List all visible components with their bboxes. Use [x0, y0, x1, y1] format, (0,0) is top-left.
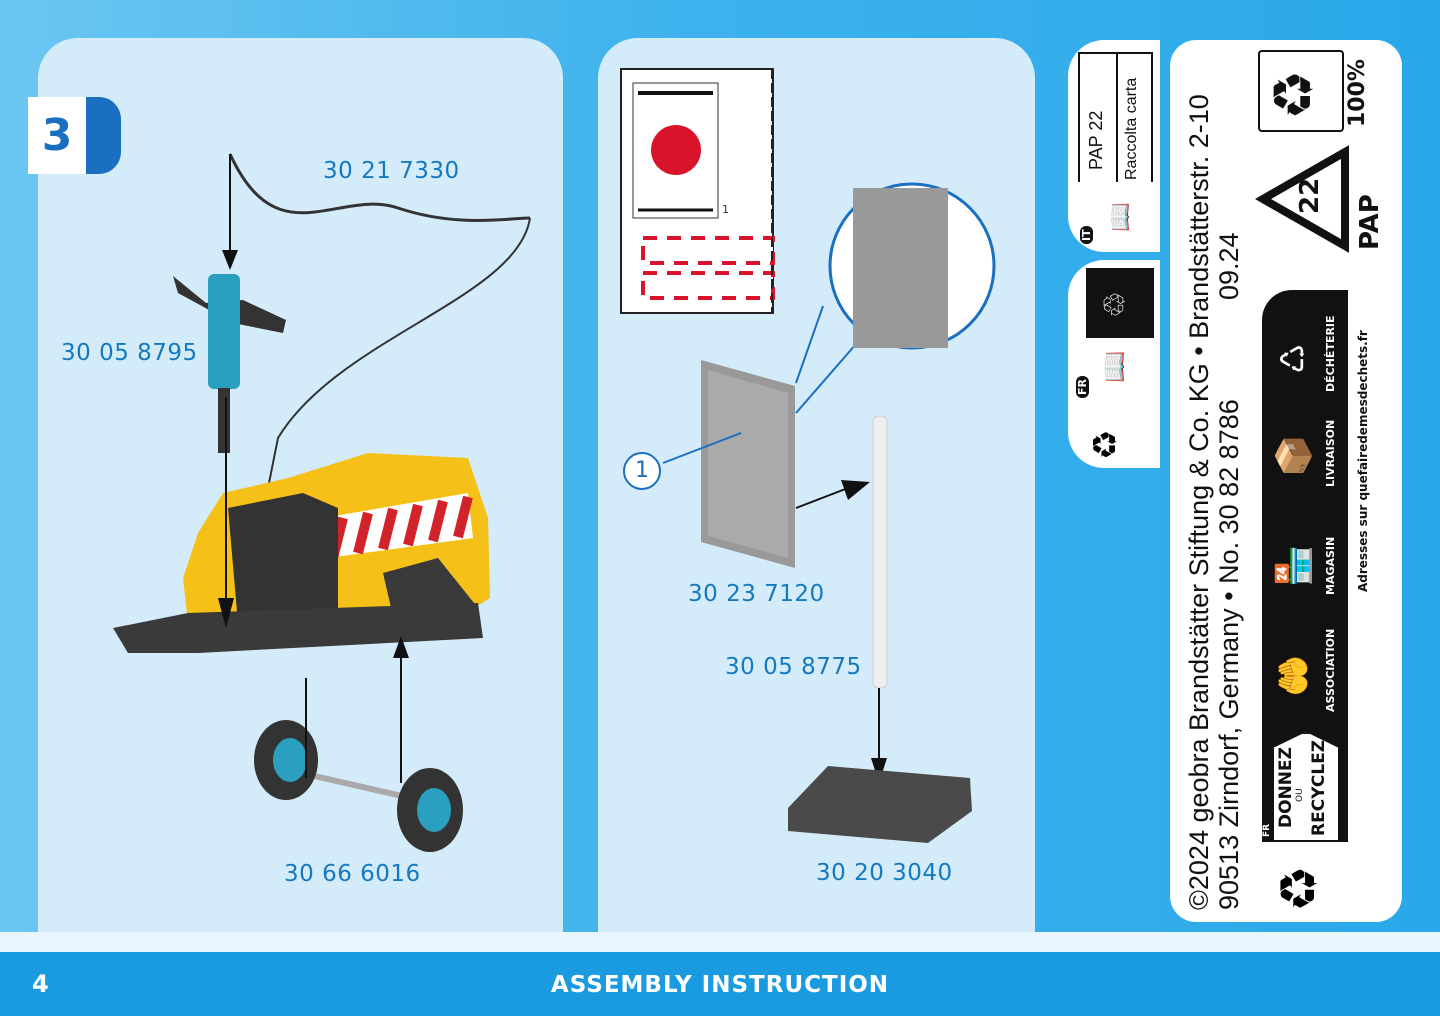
step-badge: 3 — [28, 97, 121, 174]
delivery-icon: 📦 — [1274, 434, 1314, 477]
arrow-icon — [222, 250, 238, 270]
compressor-illustration — [113, 153, 531, 852]
sign-board — [708, 370, 788, 558]
addresses-text: Adresses sur quefairedemesdechets.fr — [1356, 330, 1370, 592]
recycle-percent: 100% — [1345, 59, 1370, 127]
triman-icon: ♻ — [1086, 429, 1126, 460]
triman-icon: ♻ — [1270, 865, 1330, 912]
fr-tag: FR — [1262, 820, 1272, 840]
part-number: 30 21 7330 — [323, 158, 460, 184]
it-code: PAP 22 — [1086, 110, 1106, 170]
option-livraison: LIVRAISON — [1324, 419, 1337, 487]
it-tag: IT — [1080, 226, 1093, 244]
heart-hand-icon: 🤲 — [1274, 654, 1314, 697]
recyclez: RECYCLEZ — [1309, 739, 1329, 836]
pap-triangle: 22 — [1254, 144, 1355, 254]
step-number: 3 — [28, 97, 86, 174]
part-number: 30 05 8795 — [61, 340, 198, 366]
paper-icon: 📖 — [1106, 202, 1134, 232]
copyright-line-2: 90513 Zirndorf, Germany • No. 30 82 8786 — [1214, 399, 1244, 910]
arrow-icon — [841, 480, 870, 500]
sign-base — [788, 766, 972, 843]
fr-recycling-box: ♻ FR ♲ 📖 — [1068, 260, 1160, 468]
pole — [872, 415, 888, 689]
sign-illustration: 1 — [620, 68, 996, 843]
sticker-index: 1 — [722, 203, 729, 216]
it-recycling-box: PAP 22 Raccolta carta IT 📖 — [1068, 40, 1160, 252]
option-decheterie: DÉCHÈTERIE — [1324, 315, 1337, 392]
date: 09.24 — [1214, 232, 1244, 300]
footer-bar: 4 ASSEMBLY INSTRUCTION — [0, 952, 1440, 1016]
arrow-icon — [218, 598, 234, 628]
dump-icon: ♺ — [1274, 343, 1314, 374]
it-text: Raccolta carta — [1123, 77, 1140, 180]
legal-info-panel: ©2024 geobra Brandstätter Stiftung & Co.… — [1170, 40, 1402, 922]
divider-strip — [0, 932, 1440, 952]
triangle-code: PAP — [1355, 194, 1385, 250]
footer-title: ASSEMBLY INSTRUCTION — [550, 972, 890, 998]
option-association: ASSOCIATION — [1324, 628, 1337, 712]
arrow-icon — [393, 636, 409, 658]
hose — [228, 153, 531, 222]
callout-number: 1 — [623, 452, 661, 490]
sticker-sheet — [620, 68, 775, 314]
part-number: 30 23 7120 — [688, 581, 825, 607]
fr-tag: FR — [1076, 376, 1089, 398]
bin-icon: ♲ — [1086, 268, 1154, 338]
donnez: DONNEZ — [1276, 747, 1296, 828]
part-number: 30 05 8775 — [725, 654, 862, 680]
ou: OU — [1295, 788, 1305, 802]
paper-icon: 📖 — [1100, 350, 1130, 383]
option-magasin: MAGASIN — [1324, 536, 1337, 595]
compressor-body — [113, 453, 490, 653]
fr-donnez-band: FR DONNEZ OU RECYCLEZ ASSOCIATION MAGASI… — [1262, 290, 1348, 842]
part-number: 30 20 3040 — [816, 860, 953, 886]
page-number: 4 — [32, 970, 49, 998]
copyright-line-1: ©2024 geobra Brandstätter Stiftung & Co.… — [1184, 94, 1214, 910]
triangle-number: 22 — [1295, 177, 1325, 214]
hose-lower — [265, 217, 531, 499]
shop-icon: 🏪 — [1274, 544, 1314, 587]
wheel-axle — [254, 720, 463, 852]
recycled-paper-icon: ♻ — [1258, 50, 1344, 132]
part-number: 30 66 6016 — [284, 861, 421, 887]
